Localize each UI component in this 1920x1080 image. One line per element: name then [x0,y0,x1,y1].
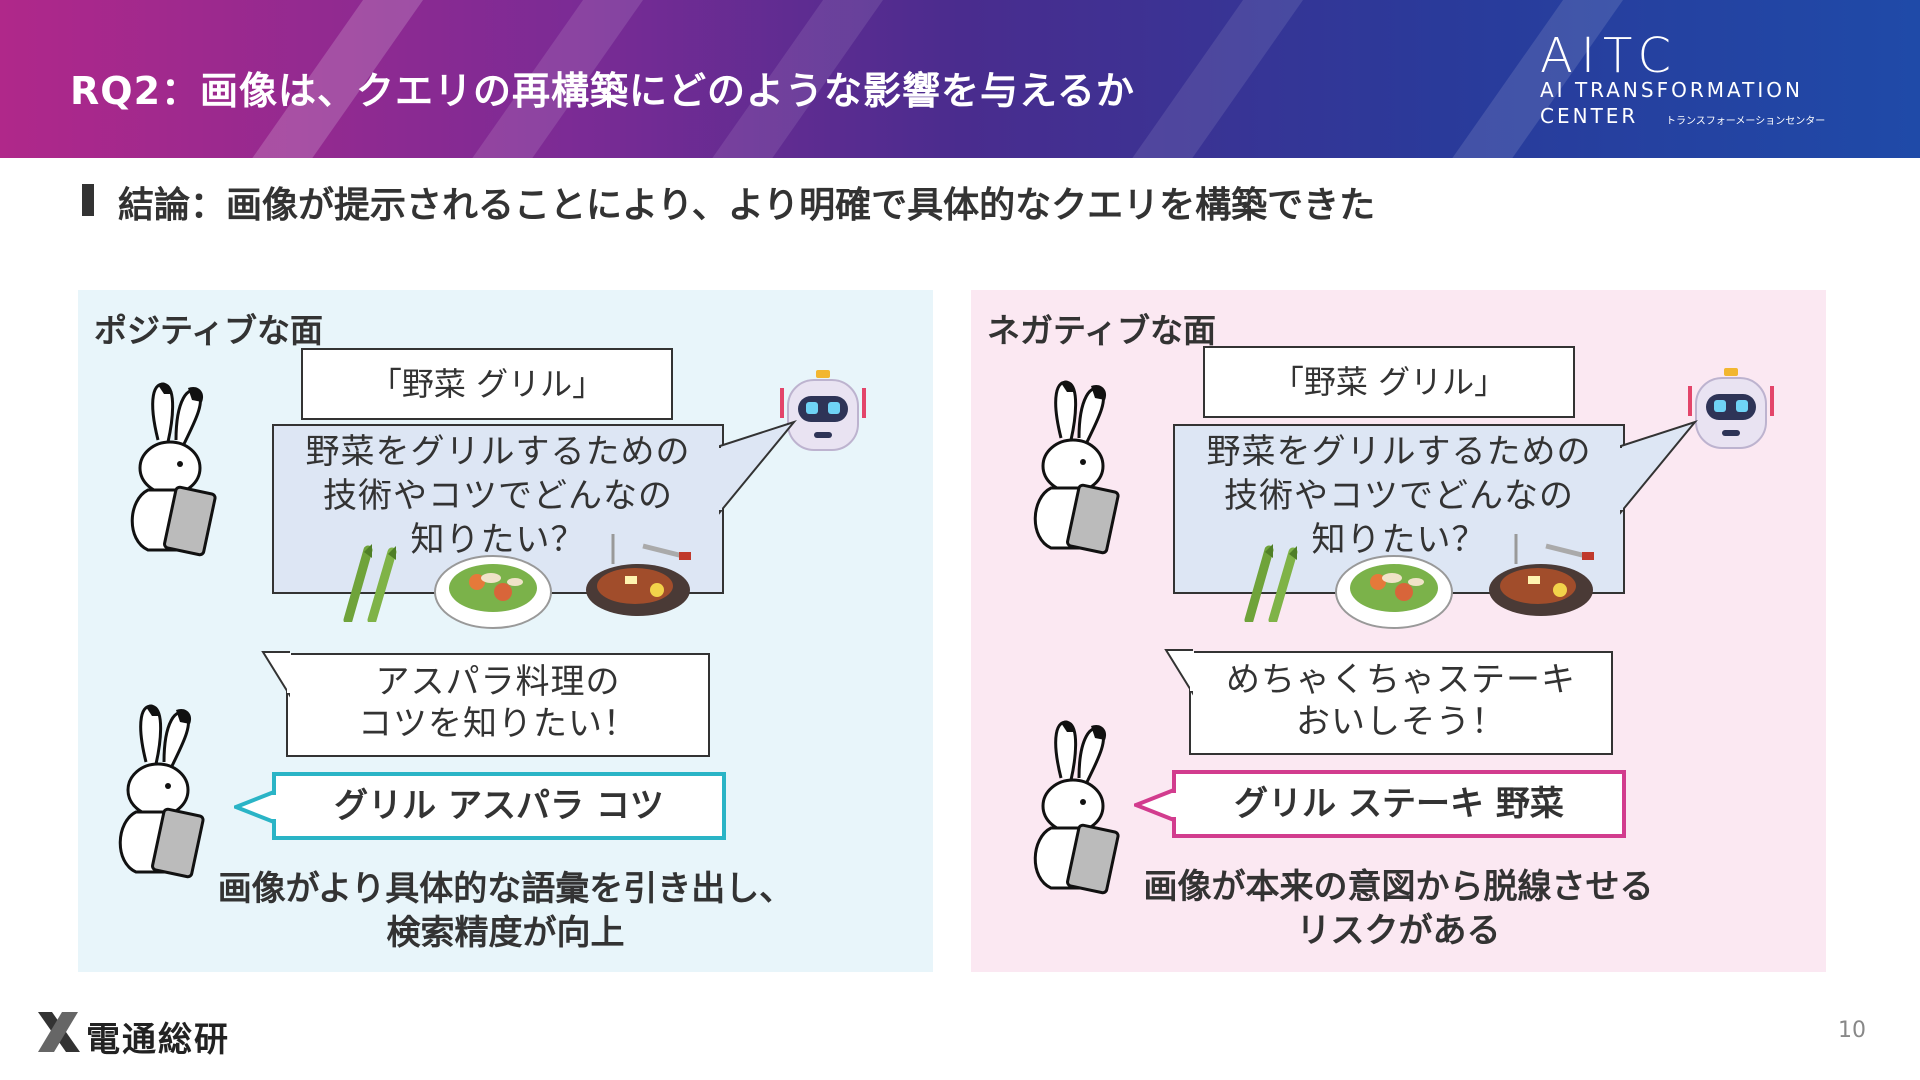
robot-assistant-icon [780,370,866,451]
user-bubble-tail [1164,649,1194,696]
initial-query-box: 「野菜 グリル」 [301,348,673,420]
aitc-logo: AITC AI TRANSFORMATION CENTER トランスフォーメーシ… [1540,28,1880,138]
asparagus-icon [1244,544,1298,622]
brand-x-icon [38,1012,80,1052]
negative-panel: ネガティブな面 「野菜 グリル」 野菜をグリルするための 技術やコツでどんなの … [971,290,1826,972]
grilled-vegetable-plate-icon [434,555,552,629]
conclusion-text: 結論：画像が提示されることにより、より明確で具体的なクエリを構築できた [118,185,1376,226]
negative-panel-title: ネガティブな面 [987,311,1217,350]
robot-assistant-icon [1688,368,1774,449]
bot-question-line2: 技術やコツでどんなの [323,476,673,516]
positive-caption: 画像がより具体的な語彙を引き出し、 検索精度が向上 [78,867,933,955]
rabbit-user-icon [1033,380,1120,555]
negative-caption-line1: 画像が本来の意図から脱線させる [1143,867,1654,907]
negative-caption-line2: リスクがある [1296,911,1501,951]
user-reply-line1: アスパラ料理の [375,662,621,702]
steak-plate-icon [586,534,691,616]
refined-query-box: グリル ステーキ 野菜 [1172,770,1626,838]
aitc-logo-sub1: AI TRANSFORMATION [1540,78,1803,102]
header-banner: RQ2：画像は、クエリの再構築にどのような影響を与えるか AITC AI TRA… [0,0,1920,158]
grilled-vegetable-plate-icon [1335,555,1453,629]
result-box-pointer [234,790,276,824]
rabbit-user-icon [130,382,217,557]
bot-question-line1: 野菜をグリルするための [305,432,691,472]
refined-query-box: グリル アスパラ コツ [272,772,726,840]
positive-panel: ポジティブな面 「野菜 グリル」 野菜をグリルするための 技術やコツでどんなの … [78,290,933,972]
aitc-logo-main: AITC [1540,28,1680,84]
negative-caption: 画像が本来の意図から脱線させる リスクがある [971,865,1826,953]
bot-bubble-tail [718,420,797,515]
aitc-logo-sub2: CENTER [1540,104,1639,128]
asparagus-icon [343,544,397,622]
user-reply-bubble: めちゃくちゃステーキ おいしそう！ [1189,651,1613,755]
bot-question-line3: 知りたい？ [410,520,586,560]
slide-title: RQ2：画像は、クエリの再構築にどのような影響を与えるか [70,69,1135,113]
user-reply-line1: めちゃくちゃステーキ [1226,660,1576,700]
user-reply-bubble: アスパラ料理の コツを知りたい！ [286,653,710,757]
page-number: 10 [1838,1018,1866,1043]
aitc-logo-sub3: トランスフォーメーションセンター [1666,116,1826,127]
user-reply-line2: コツを知りたい！ [358,704,638,744]
bot-bubble-tail [1619,420,1698,515]
user-bubble-tail [261,651,291,698]
bot-question-line3: 知りたい？ [1311,520,1487,560]
positive-caption-line2: 検索精度が向上 [386,913,625,953]
brand-name: 電通総研 [86,1020,230,1060]
initial-query-box: 「野菜 グリル」 [1203,346,1575,418]
result-box-pointer [1134,788,1176,822]
rabbit-user-icon [118,704,205,879]
conclusion-marker [82,184,94,216]
rabbit-user-icon [1033,720,1120,895]
positive-caption-line1: 画像がより具体的な語彙を引き出し、 [217,869,794,909]
bot-question-line1: 野菜をグリルするための [1206,432,1592,472]
bot-question-line2: 技術やコツでどんなの [1224,476,1574,516]
user-reply-line2: おいしそう！ [1296,702,1506,742]
steak-plate-icon [1489,534,1594,616]
positive-panel-title: ポジティブな面 [94,311,324,350]
